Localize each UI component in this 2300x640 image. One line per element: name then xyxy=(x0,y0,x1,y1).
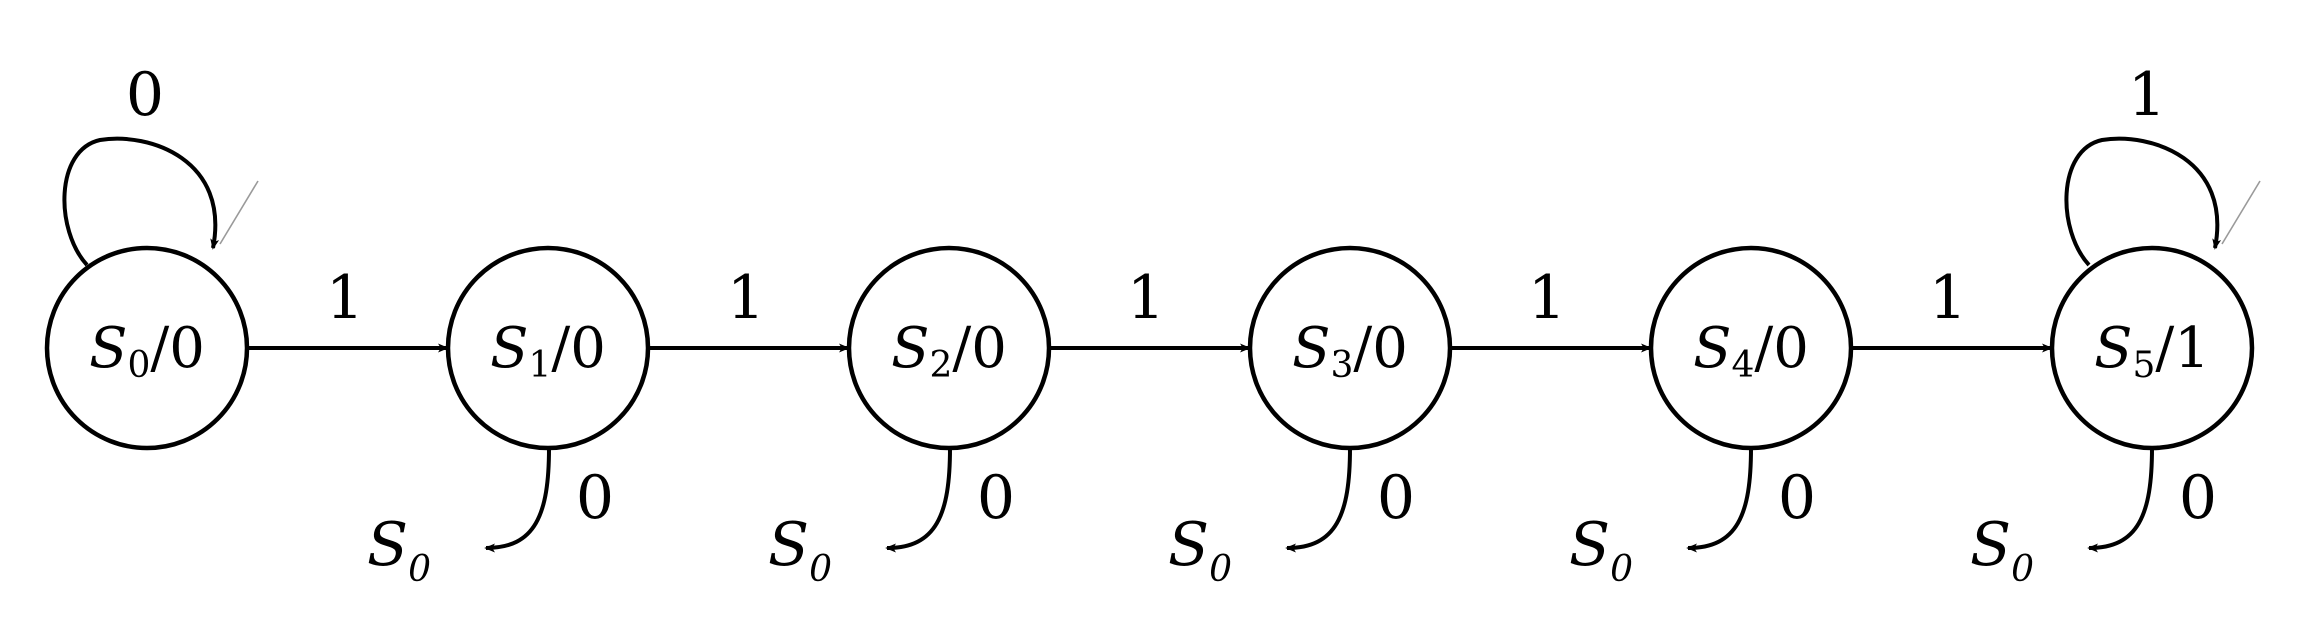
state-s4-circle xyxy=(1648,245,1854,451)
self-loop-s0-guide xyxy=(219,180,259,245)
self-loop-s5 xyxy=(2064,136,2222,267)
state-s1: S1/0 xyxy=(445,245,651,451)
reset-s3-label: 0 xyxy=(1377,463,1415,533)
self-loop-s5-guide xyxy=(2221,180,2261,245)
reset-s1: 0 S0 xyxy=(367,447,614,590)
transition-s4-s5-label: 1 xyxy=(1929,263,1967,333)
reset-s2: 0 S0 xyxy=(768,447,1015,590)
state-s0: S0/0 xyxy=(44,245,250,451)
state-s3: S3/0 xyxy=(1247,245,1453,451)
reset-s2-target: S0 xyxy=(768,510,832,590)
reset-s2-label: 0 xyxy=(977,463,1015,533)
transition-s1-s2-label: 1 xyxy=(727,263,765,333)
transition-s0-s1: 1 xyxy=(247,263,449,353)
transition-s2-s3: 1 xyxy=(1049,263,1251,353)
reset-s1-label: 0 xyxy=(576,463,614,533)
state-s5: S5/1 xyxy=(2049,245,2255,451)
reset-s1-arrow xyxy=(484,447,551,553)
reset-s4-arrow xyxy=(1686,447,1753,553)
transition-s2-s3-label: 1 xyxy=(1127,263,1165,333)
state-s1-label: S1/0 xyxy=(490,316,606,386)
self-loop-s0 xyxy=(62,136,220,267)
state-s5-circle xyxy=(2049,245,2255,451)
reset-s5: 0 S0 xyxy=(1970,447,2217,590)
self-loop-s0-label: 0 xyxy=(126,60,164,130)
reset-s4: 0 S0 xyxy=(1569,447,1816,590)
state-s3-label: S3/0 xyxy=(1292,316,1408,386)
reset-s5-label: 0 xyxy=(2179,463,2217,533)
transition-s0-s1-label: 1 xyxy=(326,263,364,333)
state-s4-label: S4/0 xyxy=(1693,316,1809,386)
state-s4: S4/0 xyxy=(1648,245,1854,451)
state-s5-label: S5/1 xyxy=(2094,316,2210,386)
reset-s3: 0 S0 xyxy=(1168,447,1415,590)
self-loop-s5-label: 1 xyxy=(2128,60,2166,130)
state-s0-circle xyxy=(44,245,250,451)
transition-s3-s4: 1 xyxy=(1450,263,1652,353)
transition-s4-s5: 1 xyxy=(1851,263,2053,353)
state-s2-label: S2/0 xyxy=(891,316,1007,386)
state-s2: S2/0 xyxy=(846,245,1052,451)
reset-s4-target: S0 xyxy=(1569,510,1633,590)
state-s0-label: S0/0 xyxy=(89,316,205,386)
reset-s5-target: S0 xyxy=(1970,510,2034,590)
transition-s3-s4-label: 1 xyxy=(1528,263,1566,333)
state-s2-circle xyxy=(846,245,1052,451)
reset-s3-arrow xyxy=(1285,447,1352,553)
state-s1-circle xyxy=(445,245,651,451)
reset-s1-target: S0 xyxy=(367,510,431,590)
reset-s3-target: S0 xyxy=(1168,510,1232,590)
reset-s5-arrow xyxy=(2087,447,2154,553)
reset-s4-label: 0 xyxy=(1778,463,1816,533)
transition-s1-s2: 1 xyxy=(648,263,850,353)
state-s3-circle xyxy=(1247,245,1453,451)
reset-s2-arrow xyxy=(885,447,952,553)
